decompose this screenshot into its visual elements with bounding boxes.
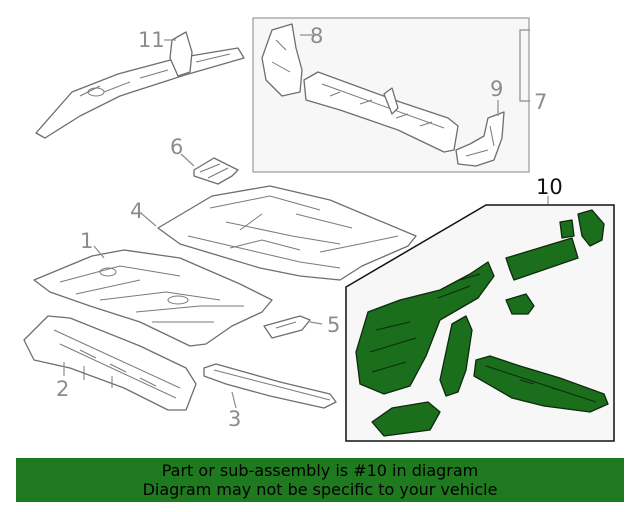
callout-1: 1 (80, 229, 93, 253)
part-10 (355, 209, 609, 437)
part-11 (35, 31, 245, 139)
part-8 (261, 23, 303, 97)
callout-5: 5 (327, 313, 340, 337)
part-6 (193, 157, 239, 185)
part-4 (157, 185, 417, 281)
part-1 (33, 249, 273, 347)
banner-line-1: Part or sub-assembly is #10 in diagram (161, 461, 479, 480)
part-9 (455, 111, 505, 167)
leader-lines (63, 29, 549, 409)
callout-2: 2 (56, 377, 69, 401)
callout-6: 6 (170, 135, 183, 159)
callout-11: 11 (138, 28, 165, 52)
callout-9: 9 (490, 77, 503, 101)
callout-10: 10 (536, 175, 563, 199)
part-5 (263, 315, 311, 339)
callout-4: 4 (130, 199, 143, 223)
callout-8: 8 (310, 24, 323, 48)
info-banner: Part or sub-assembly is #10 in diagram D… (16, 458, 624, 502)
banner-line-2: Diagram may not be specific to your vehi… (142, 480, 498, 499)
part-7-crossmember (303, 71, 459, 153)
callout-3: 3 (228, 407, 241, 431)
part-3 (203, 363, 337, 409)
callout-7: 7 (534, 90, 547, 114)
